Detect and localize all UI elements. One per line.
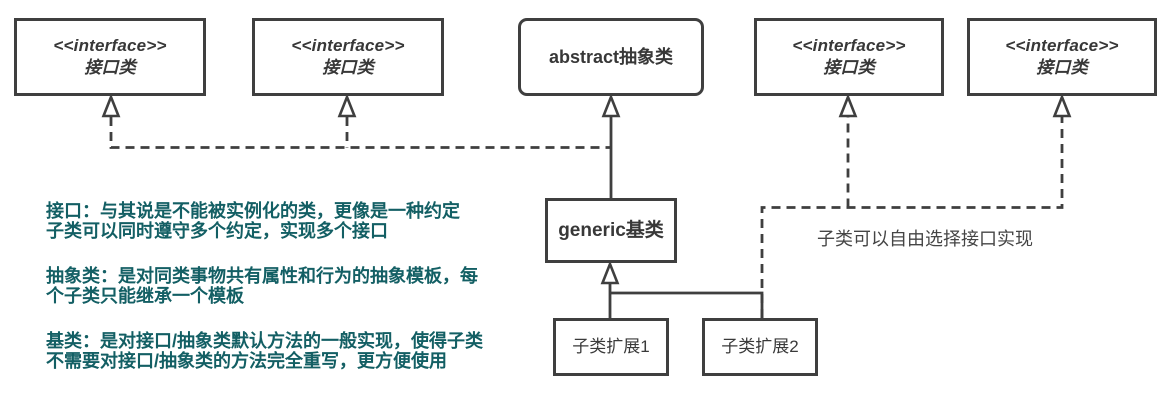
note-line: 子类可以同时遵守多个约定，实现多个接口 <box>46 221 388 241</box>
generic-base-class-box: generic基类 <box>545 198 677 263</box>
realization-arrowhead-interface1 <box>101 93 121 118</box>
note-base-class: 基类：是对接口/抽象类默认方法的一般实现，使得子类 不需要对接口/抽象类的方法完… <box>46 331 526 371</box>
interface-class-box-4: <<interface>> 接口类 <box>967 18 1157 96</box>
note-abstract-class: 抽象类：是对同类事物共有属性和行为的抽象模板，每 个子类只能继承一个模板 <box>46 266 526 306</box>
class-name-label: 接口类 <box>823 58 875 77</box>
class-name-label: abstract抽象类 <box>548 47 674 67</box>
stereotype-label: <<interface>> <box>291 36 405 55</box>
realization-line-sub2-to-interface4 <box>760 117 1064 318</box>
stereotype-label: <<interface>> <box>792 36 906 55</box>
class-name-label: 接口类 <box>322 58 374 77</box>
interface-class-box-3: <<interface>> 接口类 <box>754 18 944 96</box>
note-interface: 接口：与其说是不能被实例化的类，更像是一种约定 子类可以同时遵守多个约定，实现多… <box>46 201 526 241</box>
note-line: 个子类只能继承一个模板 <box>46 286 244 306</box>
interface-choice-annotation: 子类可以自由选择接口实现 <box>817 229 1033 249</box>
class-name-label: 接口类 <box>84 58 136 77</box>
note-line: 抽象类：是对同类事物共有属性和行为的抽象模板，每 <box>46 266 478 286</box>
class-name-label: generic基类 <box>558 219 664 241</box>
interface-class-box-2: <<interface>> 接口类 <box>252 18 444 96</box>
realization-arrowhead-interface2 <box>337 93 357 118</box>
stereotype-label: <<interface>> <box>53 36 167 55</box>
abstract-class-box: abstract抽象类 <box>518 18 704 96</box>
stereotype-label: <<interface>> <box>1005 36 1119 55</box>
interface-class-box-1: <<interface>> 接口类 <box>14 18 206 96</box>
generalization-arrowhead-abstract <box>601 93 621 118</box>
class-name-label: 子类扩展2 <box>721 337 799 356</box>
note-line: 不需要对接口/抽象类的方法完全重写，更方便使用 <box>46 351 447 371</box>
subclass-extension2-box: 子类扩展2 <box>702 318 818 376</box>
note-line: 接口：与其说是不能被实例化的类，更像是一种约定 <box>46 201 460 221</box>
generalization-arrowhead-generic <box>600 260 620 285</box>
realization-line-to-interface1 <box>109 117 611 149</box>
subclass-extension1-box: 子类扩展1 <box>553 318 669 376</box>
notes-block: 接口：与其说是不能被实例化的类，更像是一种约定 子类可以同时遵守多个约定，实现多… <box>46 201 526 396</box>
realization-arrowhead-interface3 <box>838 93 858 118</box>
generalization-line-sub2-branch <box>610 291 764 318</box>
class-name-label: 接口类 <box>1036 58 1088 77</box>
realization-arrowhead-interface4 <box>1052 93 1072 118</box>
note-line: 基类：是对接口/抽象类默认方法的一般实现，使得子类 <box>46 331 483 351</box>
class-name-label: 子类扩展1 <box>572 337 650 356</box>
